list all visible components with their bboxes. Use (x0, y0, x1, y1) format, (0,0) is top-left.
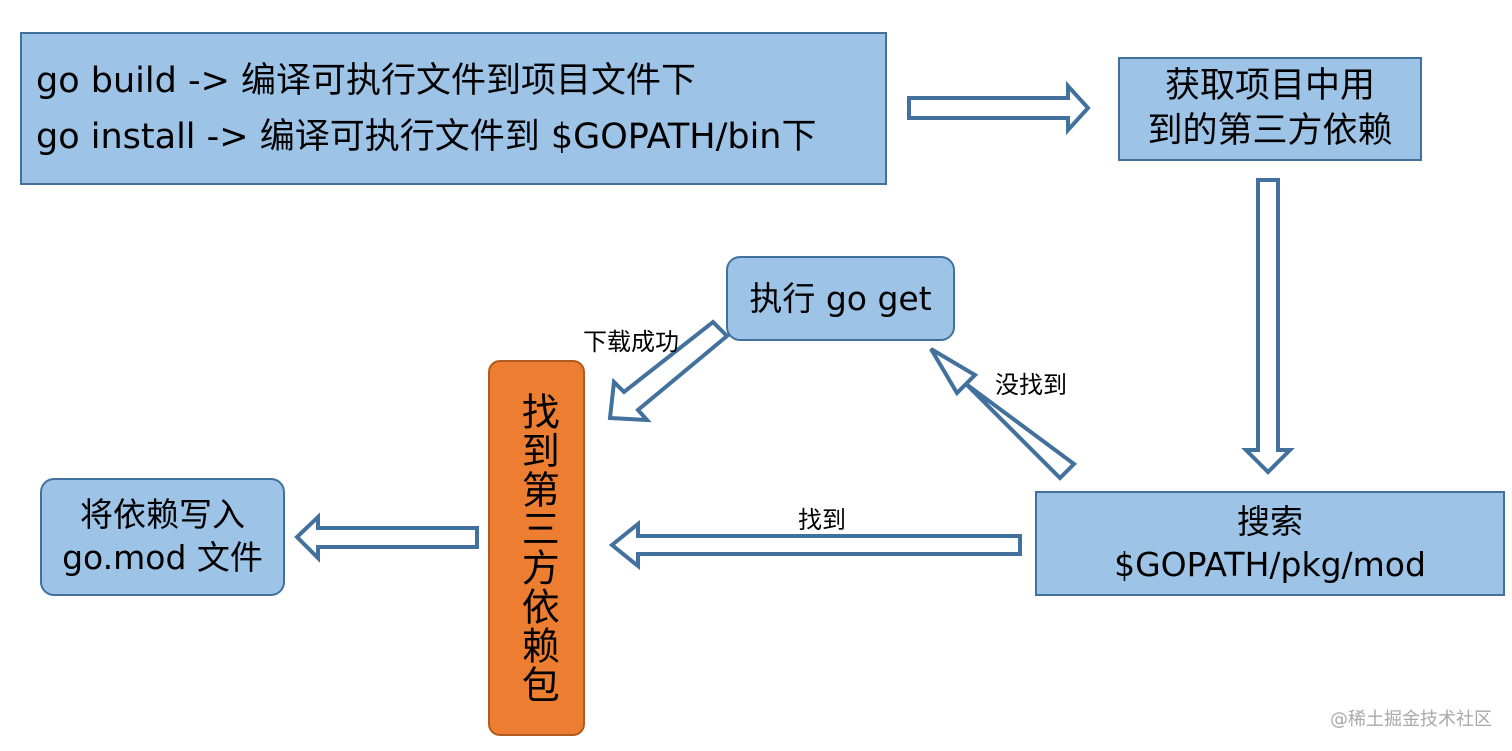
arrow-fetch-to-search (1241, 178, 1295, 475)
write-line-2: go.mod 文件 (62, 538, 263, 577)
download-success-label: 下载成功 (583, 328, 679, 356)
write-go-mod-box: 将依赖写入 go.mod 文件 (40, 478, 285, 596)
go-get-box: 执行 go get (726, 256, 955, 341)
go-build-text: go build -> 编译可执行文件到项目文件下 (36, 60, 697, 101)
search-line-2: $GOPATH/pkg/mod (1114, 544, 1426, 584)
search-line-1: 搜索 (1237, 501, 1303, 541)
found-label: 找到 (798, 506, 846, 534)
build-install-box: go build -> 编译可执行文件到项目文件下 go install -> … (20, 32, 887, 185)
arrow-build-to-fetch (907, 80, 1091, 136)
found-dependency-box: 找到第三方依赖包 (488, 360, 585, 736)
go-install-text: go install -> 编译可执行文件到 $GOPATH/bin下 (36, 116, 817, 157)
watermark: @稀土掘金技术社区 (1330, 709, 1492, 730)
fetch-dependencies-box: 获取项目中用 到的第三方依赖 (1118, 57, 1422, 161)
fetch-line-1: 获取项目中用 (1164, 65, 1375, 106)
search-gopath-box: 搜索 $GOPATH/pkg/mod (1035, 491, 1505, 596)
write-line-1: 将依赖写入 (80, 495, 245, 535)
found-dependency-label: 找到第三方依赖包 (515, 392, 560, 704)
fetch-line-2: 到的第三方依赖 (1147, 111, 1393, 151)
not-found-label: 没找到 (995, 371, 1067, 399)
arrow-found-to-write (294, 512, 479, 563)
go-get-label: 执行 go get (749, 278, 932, 318)
